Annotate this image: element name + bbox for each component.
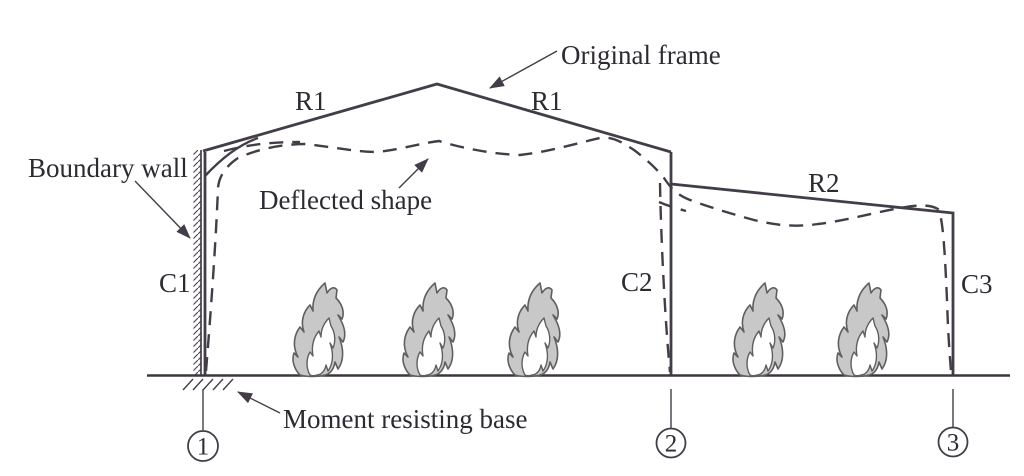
moment-base-hatching: [182, 378, 234, 391]
boundary-wall-label: Boundary wall: [28, 153, 188, 183]
grid-marker-2-number: 2: [665, 431, 678, 458]
rafter-r1-line: [202, 82, 672, 154]
deflected-eaves-upper-dash: [223, 140, 301, 153]
flame-icon: [836, 282, 890, 378]
boundary-wall-hatching: [193, 150, 201, 376]
deflected-column-c2-dash: [658, 182, 672, 373]
moment-resisting-base-label: Moment resisting base: [283, 404, 527, 434]
deflected-shape-label: Deflected shape: [259, 185, 432, 215]
grid-marker-1-number: 1: [197, 434, 210, 461]
flame-icon: [402, 282, 456, 378]
flame-icon: [292, 282, 346, 378]
deflected-shape-arrow: [398, 158, 429, 189]
original-frame-arrow: [489, 50, 558, 89]
flame-icon: [507, 282, 561, 378]
deflected-shape-main: [204, 136, 953, 373]
flame-icon: [732, 282, 786, 378]
grid-marker-3: 3: [937, 389, 969, 458]
column-c1-label: C1: [159, 268, 191, 298]
eaves-haunch-line: [204, 136, 259, 177]
grid-marker-2: 2: [655, 389, 687, 459]
rafter-r2-label: R2: [808, 168, 840, 198]
column-c2-label: C2: [621, 267, 653, 297]
original-frame-label: Original frame: [561, 40, 721, 70]
grid-marker-1: 1: [187, 389, 219, 462]
rafter-r2-and-column-c3-line: [670, 182, 955, 376]
rafter-r1-left-label: R1: [295, 86, 327, 116]
grid-marker-3-number: 3: [947, 430, 960, 457]
moment-base-arrow: [237, 391, 281, 414]
rafter-r1-right-label: R1: [531, 86, 563, 116]
column-c3-label: C3: [961, 269, 993, 299]
boundary-wall-arrow: [134, 180, 191, 239]
deflected-corner-stub-dash: [658, 200, 687, 213]
